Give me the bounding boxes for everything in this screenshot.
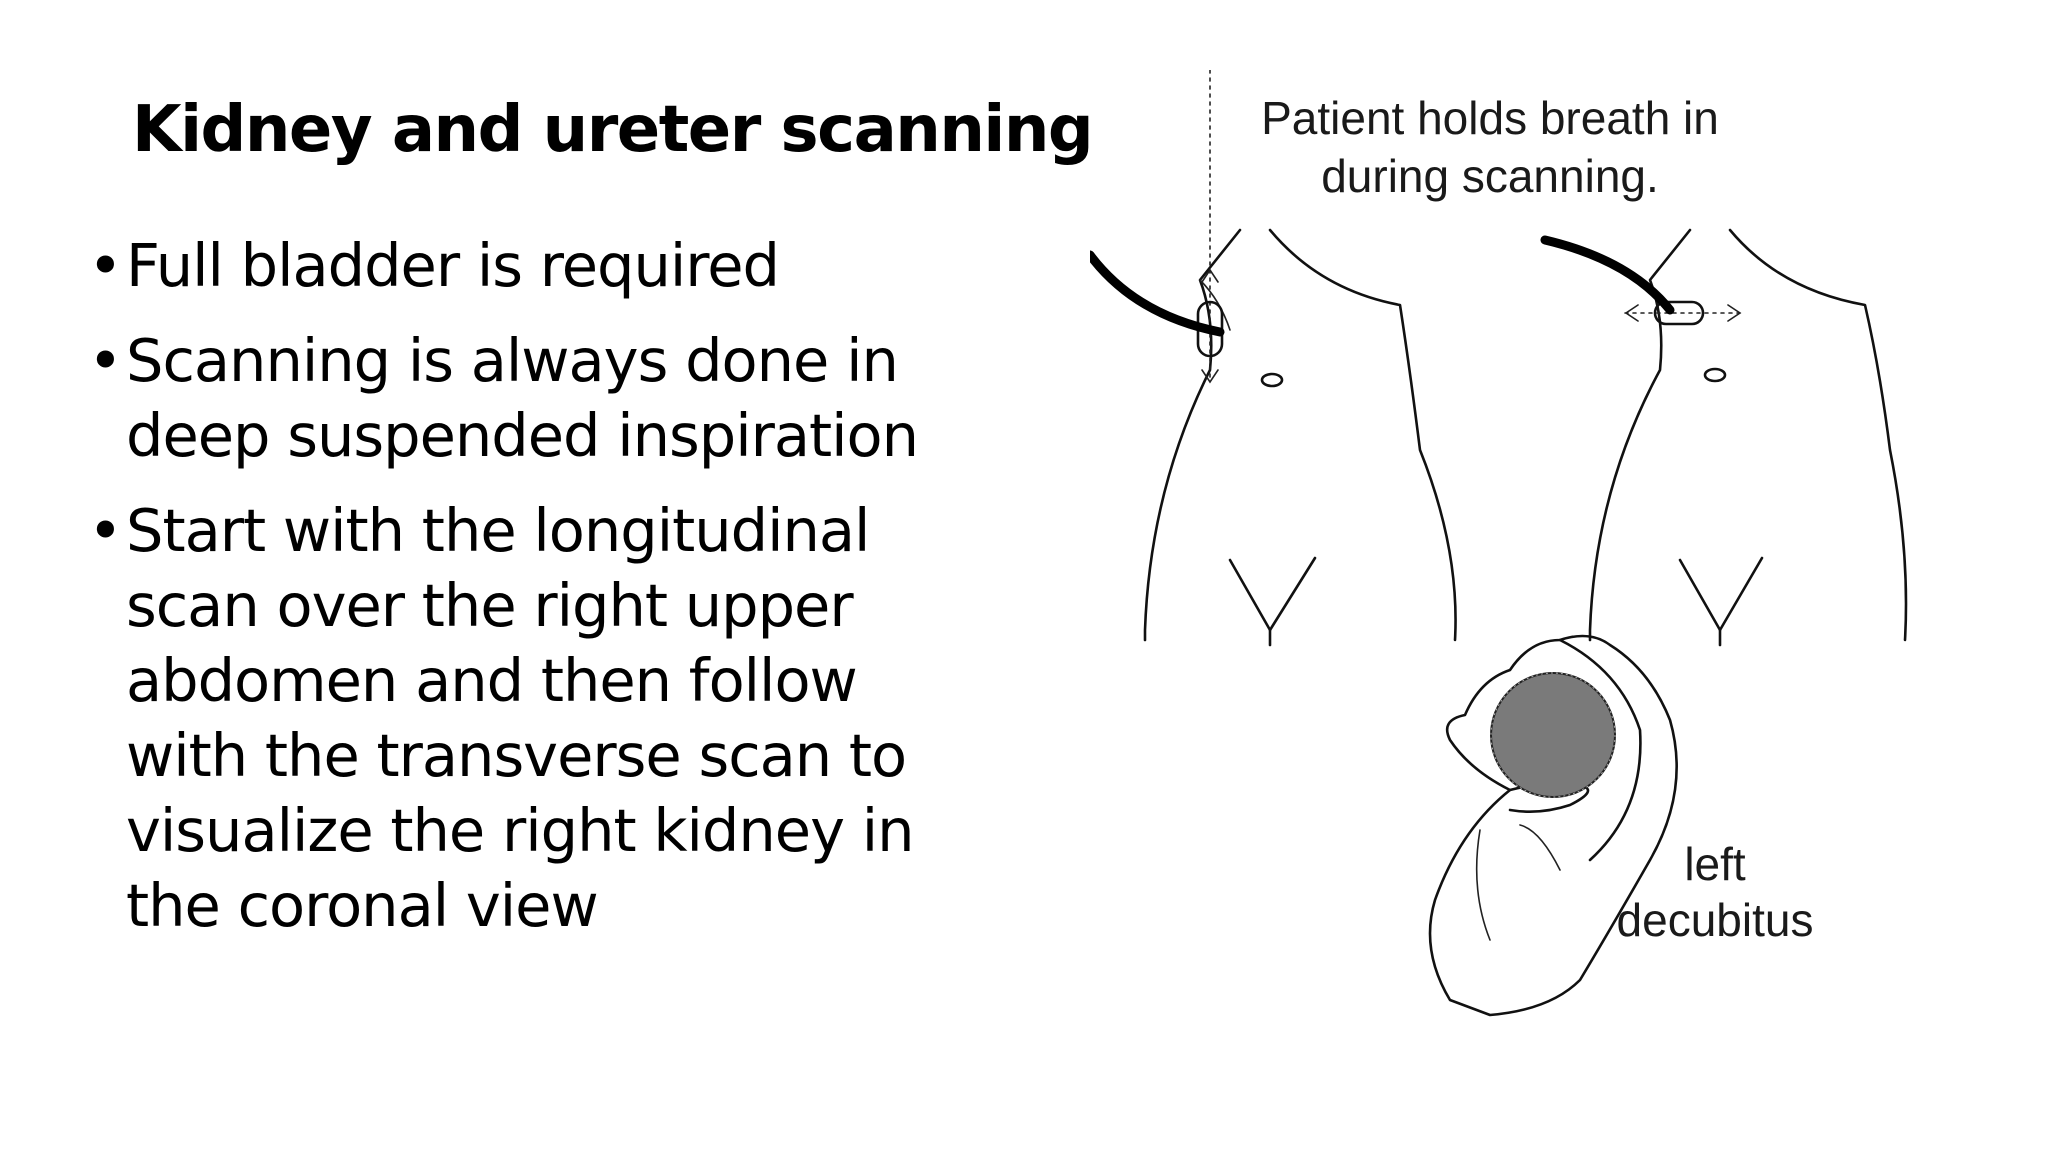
bullet-item: • Full bladder is required bbox=[88, 228, 948, 303]
probe-cable-icon bbox=[1540, 235, 1675, 315]
probe-transverse-icon bbox=[1653, 300, 1705, 326]
bullet-text: Scanning is always done in deep suspende… bbox=[126, 326, 919, 470]
navel-icon bbox=[1703, 367, 1727, 383]
left-decubitus-figure: left decubitus bbox=[1428, 634, 1814, 1017]
bullet-dot-icon: • bbox=[88, 326, 123, 395]
probe-cable-icon bbox=[1090, 250, 1225, 337]
caption-line-2: during scanning. bbox=[1321, 150, 1659, 202]
position-label-line-2: decubitus bbox=[1617, 894, 1814, 946]
torso-longitudinal-scan bbox=[1090, 70, 1457, 647]
bullet-list: • Full bladder is required • Scanning is… bbox=[88, 228, 948, 963]
navel-icon bbox=[1260, 372, 1284, 388]
caption-line-1: Patient holds breath in bbox=[1261, 92, 1719, 144]
bullet-text: Start with the longitudinal scan over th… bbox=[126, 496, 915, 940]
scanning-position-illustration: Patient holds breath in during scanning. bbox=[1090, 70, 1908, 1017]
bullet-item: • Scanning is always done in deep suspen… bbox=[88, 323, 948, 473]
torso-transverse-scan bbox=[1540, 228, 1908, 647]
bullet-dot-icon: • bbox=[88, 496, 123, 565]
head-shaded-icon bbox=[1490, 672, 1616, 798]
bullet-item: • Start with the longitudinal scan over … bbox=[88, 493, 948, 943]
slide-title: Kidney and ureter scanning bbox=[132, 93, 1094, 167]
position-label-line-1: left bbox=[1684, 838, 1746, 890]
bullet-dot-icon: • bbox=[88, 231, 123, 300]
bullet-text: Full bladder is required bbox=[126, 231, 780, 300]
